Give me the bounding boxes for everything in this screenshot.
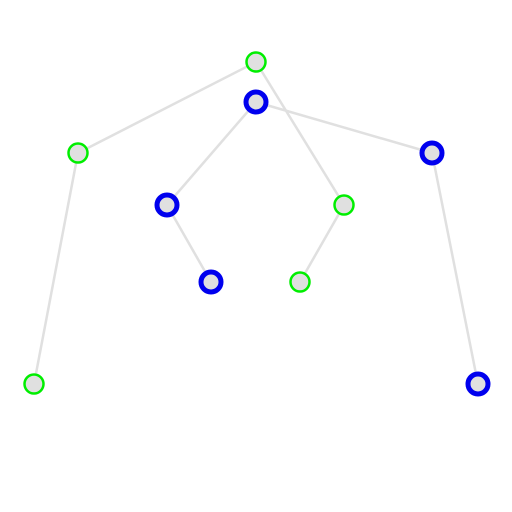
node-b-right-leaf <box>465 371 491 397</box>
edge-b-root-b-left <box>166 101 257 206</box>
edge-b-root-b-right <box>255 100 433 155</box>
node-g-mid <box>333 194 355 216</box>
node-g-left <box>67 142 89 164</box>
node-g-left-leaf <box>23 373 45 395</box>
node-g-root <box>245 51 267 73</box>
node-b-left-leaf <box>198 269 224 295</box>
node-b-left <box>154 192 180 218</box>
edge-b-left-b-left-leaf <box>165 204 213 283</box>
node-b-root <box>243 89 269 115</box>
node-b-right <box>419 140 445 166</box>
edges-layer <box>32 60 480 385</box>
edge-g-root-g-mid <box>254 61 346 206</box>
edge-b-right-b-right-leaf <box>430 152 480 385</box>
edge-g-mid-g-mid-leaf <box>298 204 346 283</box>
nodes-layer <box>23 51 491 397</box>
edge-g-left-g-left-leaf <box>32 152 80 385</box>
node-g-mid-leaf <box>289 271 311 293</box>
edge-g-root-g-left <box>77 60 257 155</box>
